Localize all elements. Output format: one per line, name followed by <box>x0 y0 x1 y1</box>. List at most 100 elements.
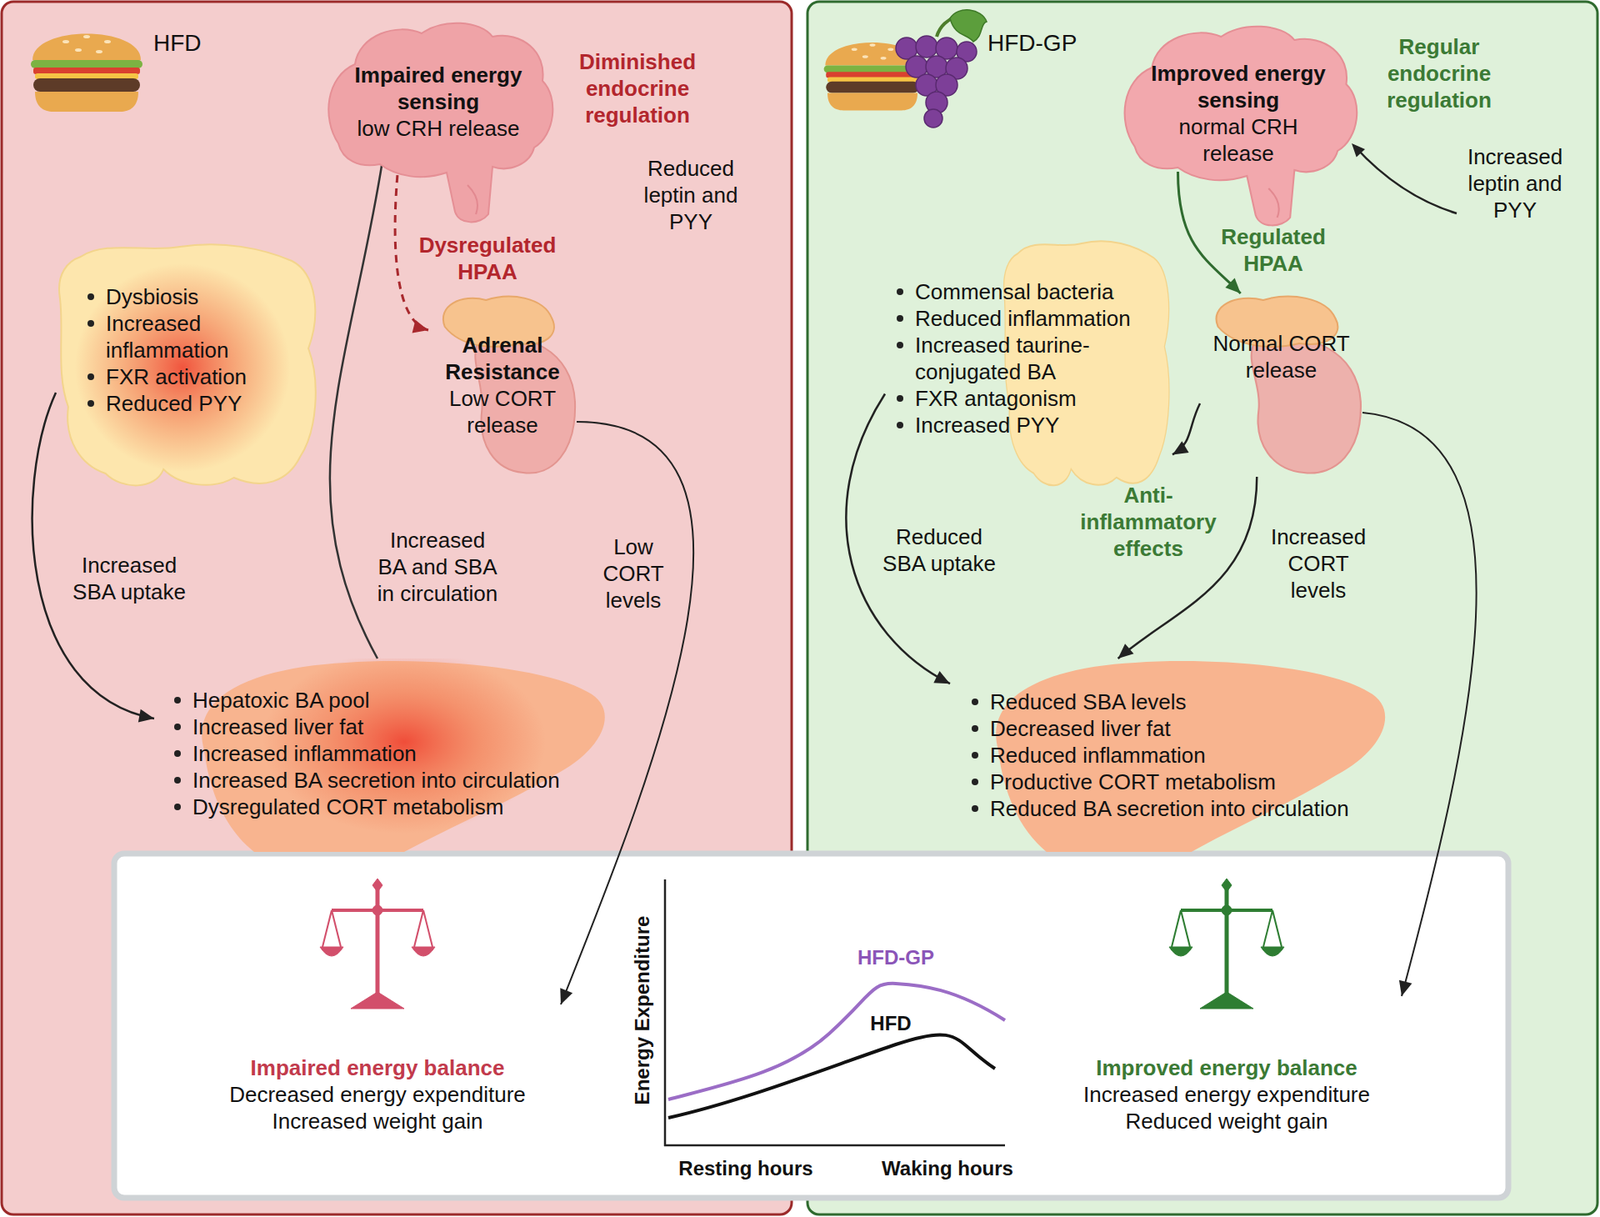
bullet-item: Increased BA secretion into circulation <box>164 766 630 794</box>
bullet-dot <box>896 288 904 295</box>
organ-text: Improved energy sensing <box>1145 60 1331 114</box>
text: Normal CORT release <box>1212 330 1350 383</box>
bullet-item: Hepatoxic BA pool <box>164 686 630 714</box>
text: Hepatoxic BA pool <box>192 687 370 713</box>
annotation: Regular endocrine regulation <box>1360 33 1519 114</box>
organ-node: Adrenal ResistanceLow CORT release <box>428 293 577 477</box>
organ-node: Commensal bacteriaReduced inflammationIn… <box>885 236 1173 490</box>
text: Reduced SBA levels <box>990 689 1187 715</box>
organ-shape <box>1200 293 1363 477</box>
bullet-item: Reduced PYY <box>77 390 313 417</box>
bullet-dot <box>87 320 95 327</box>
organ-text: Low CORT release <box>435 385 570 439</box>
chart-plot <box>620 870 1021 1192</box>
balance-title: Impaired energy balance <box>194 1054 561 1081</box>
bullet-dot <box>174 723 181 730</box>
bullet-item: Increased inflammation <box>164 740 630 767</box>
organ-shape <box>428 293 577 477</box>
arrowhead <box>1399 980 1412 996</box>
arrowhead <box>1225 278 1240 294</box>
arrowhead <box>1172 440 1190 455</box>
annotation: Diminished endocrine regulation <box>562 48 713 129</box>
text: Increased inflammation <box>192 740 417 766</box>
connector-line <box>1172 403 1200 455</box>
organ-text: normal CRH release <box>1145 113 1331 167</box>
bullet-item: Increased liver fat <box>164 713 630 740</box>
organ-node: DysbiosisIncreased inflammationFXR activ… <box>55 240 321 490</box>
edge-label: Regulated HPAA <box>1206 223 1340 277</box>
organ-node: Hepatoxic BA poolIncreased liver fatIncr… <box>154 658 638 852</box>
bullet-dot <box>896 341 904 349</box>
connector-line <box>330 161 383 659</box>
arrowhead <box>412 320 429 334</box>
bullet-item: Dysbiosis <box>77 283 313 310</box>
organ-node: Normal CORT release <box>1200 293 1363 477</box>
bullet-item: FXR activation <box>77 363 313 390</box>
text: Increased BA secretion into circulation <box>192 767 560 793</box>
annotation: Increased leptin and PYY <box>1452 143 1578 224</box>
organ-text: Impaired energy sensing <box>340 61 537 115</box>
bullet-dot <box>87 373 95 380</box>
annotation: Reduced leptin and PYY <box>628 155 754 235</box>
bullet-item: Increased PYY <box>886 411 1168 439</box>
bullet-item: Increased inflammation <box>77 310 313 364</box>
axis-label: Resting hours <box>620 1156 871 1180</box>
organ-node: Impaired energy sensinglow CRH release <box>321 18 555 162</box>
balance-title: Improved energy balance <box>1051 1054 1402 1081</box>
edge-label: Dysregulated HPAA <box>408 231 567 285</box>
panel-title: HFD <box>153 30 202 57</box>
bullet-dot <box>87 400 95 407</box>
text: Commensal bacteria <box>915 279 1114 305</box>
text: Increased liver fat <box>192 714 364 740</box>
balance-text: Increased weight gain <box>194 1107 561 1135</box>
organ-text: low CRH release <box>340 115 537 142</box>
bullet-dot <box>87 293 95 300</box>
bullet-item: Increased taurine-conjugated BA <box>886 331 1168 385</box>
line-chart: Energy ExpenditureHFD-GPHFDResting hours… <box>620 870 1021 1192</box>
bullet-dot <box>971 698 979 705</box>
energy-balance-box: Improved energy balanceIncreased energy … <box>1051 866 1402 1142</box>
bullet-item: Reduced SBA levels <box>961 688 1409 715</box>
text: Productive CORT metabolism <box>990 769 1276 795</box>
bullet-dot <box>896 421 904 429</box>
text: Dysregulated CORT metabolism <box>192 794 504 820</box>
bullet-dot <box>174 696 181 704</box>
text: FXR antagonism <box>915 385 1077 411</box>
grapes-icon <box>895 10 987 128</box>
arrowhead <box>1118 643 1135 659</box>
text: Reduced PYY <box>105 390 242 416</box>
text: Improved energy sensing <box>1150 60 1326 113</box>
bullet-dot <box>971 778 979 785</box>
text: Dysbiosis <box>105 284 199 310</box>
leader-arrow <box>1351 143 1457 214</box>
text: Increased PYY <box>915 412 1060 438</box>
burger-icon <box>30 34 143 113</box>
edge-label: Anti-inflammatory effects <box>1069 481 1228 562</box>
edge-label: Low CORT levels <box>591 533 675 614</box>
bullet-item: Productive CORT metabolism <box>961 768 1409 795</box>
panel-title: HFD-GP <box>987 30 1077 57</box>
bullet-item: Reduced BA secretion into circulation <box>961 795 1409 822</box>
text: Adrenal Resistance <box>445 332 560 385</box>
bullet-dot <box>174 750 181 757</box>
axis-label: Waking hours <box>822 1156 1073 1180</box>
bullet-item: Commensal bacteria <box>886 278 1168 305</box>
text: Reduced inflammation <box>915 305 1131 331</box>
organ-text: Normal CORT release <box>1206 330 1356 384</box>
balance-scale-icon <box>1168 876 1285 1010</box>
organ-text: Adrenal Resistance <box>435 331 570 385</box>
text: Reduced inflammation <box>990 742 1206 768</box>
bullet-dot <box>896 315 904 322</box>
organ-node: Improved energy sensingnormal CRH releas… <box>1117 21 1360 172</box>
series-label: HFD-GP <box>770 945 1021 970</box>
series-label: HFD <box>765 1011 1016 1035</box>
edge-label: Increased SBA uptake <box>62 551 196 605</box>
text: low CRH release <box>356 115 520 141</box>
bullet-dot <box>971 805 979 812</box>
text: Decreased liver fat <box>990 715 1171 741</box>
energy-balance-box: Impaired energy balanceDecreased energy … <box>194 866 561 1142</box>
bullet-item: Decreased liver fat <box>961 715 1409 742</box>
text: normal CRH release <box>1178 114 1298 166</box>
